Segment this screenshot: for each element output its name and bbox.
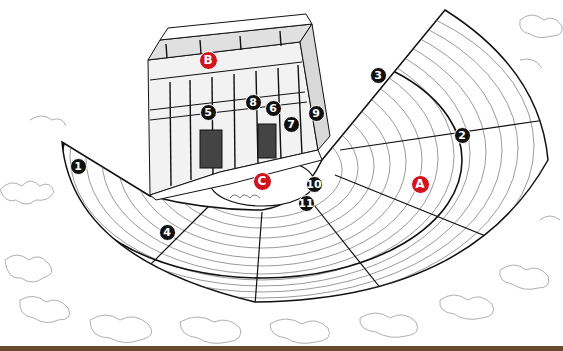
- callout-number: 2: [454, 127, 471, 144]
- area-letter: B: [199, 51, 218, 70]
- callout-number: 7: [283, 116, 300, 133]
- callout-number: 4: [159, 224, 176, 241]
- bottom-strip: [0, 346, 563, 351]
- skene: [148, 14, 330, 200]
- callout-number: 8: [245, 94, 262, 111]
- callout-number: 10: [306, 176, 323, 193]
- area-letter: C: [253, 172, 272, 191]
- aisles-and-diazoma: [62, 42, 545, 305]
- cavea: [62, 10, 548, 302]
- callout-number: 5: [200, 104, 217, 121]
- callout-number: 3: [370, 67, 387, 84]
- callout-number: 11: [298, 195, 315, 212]
- callout-number: 9: [308, 105, 325, 122]
- area-letter: A: [411, 175, 430, 194]
- callout-number: 1: [70, 158, 87, 175]
- callout-number: 6: [265, 100, 282, 117]
- seating-rows: [0, 0, 534, 310]
